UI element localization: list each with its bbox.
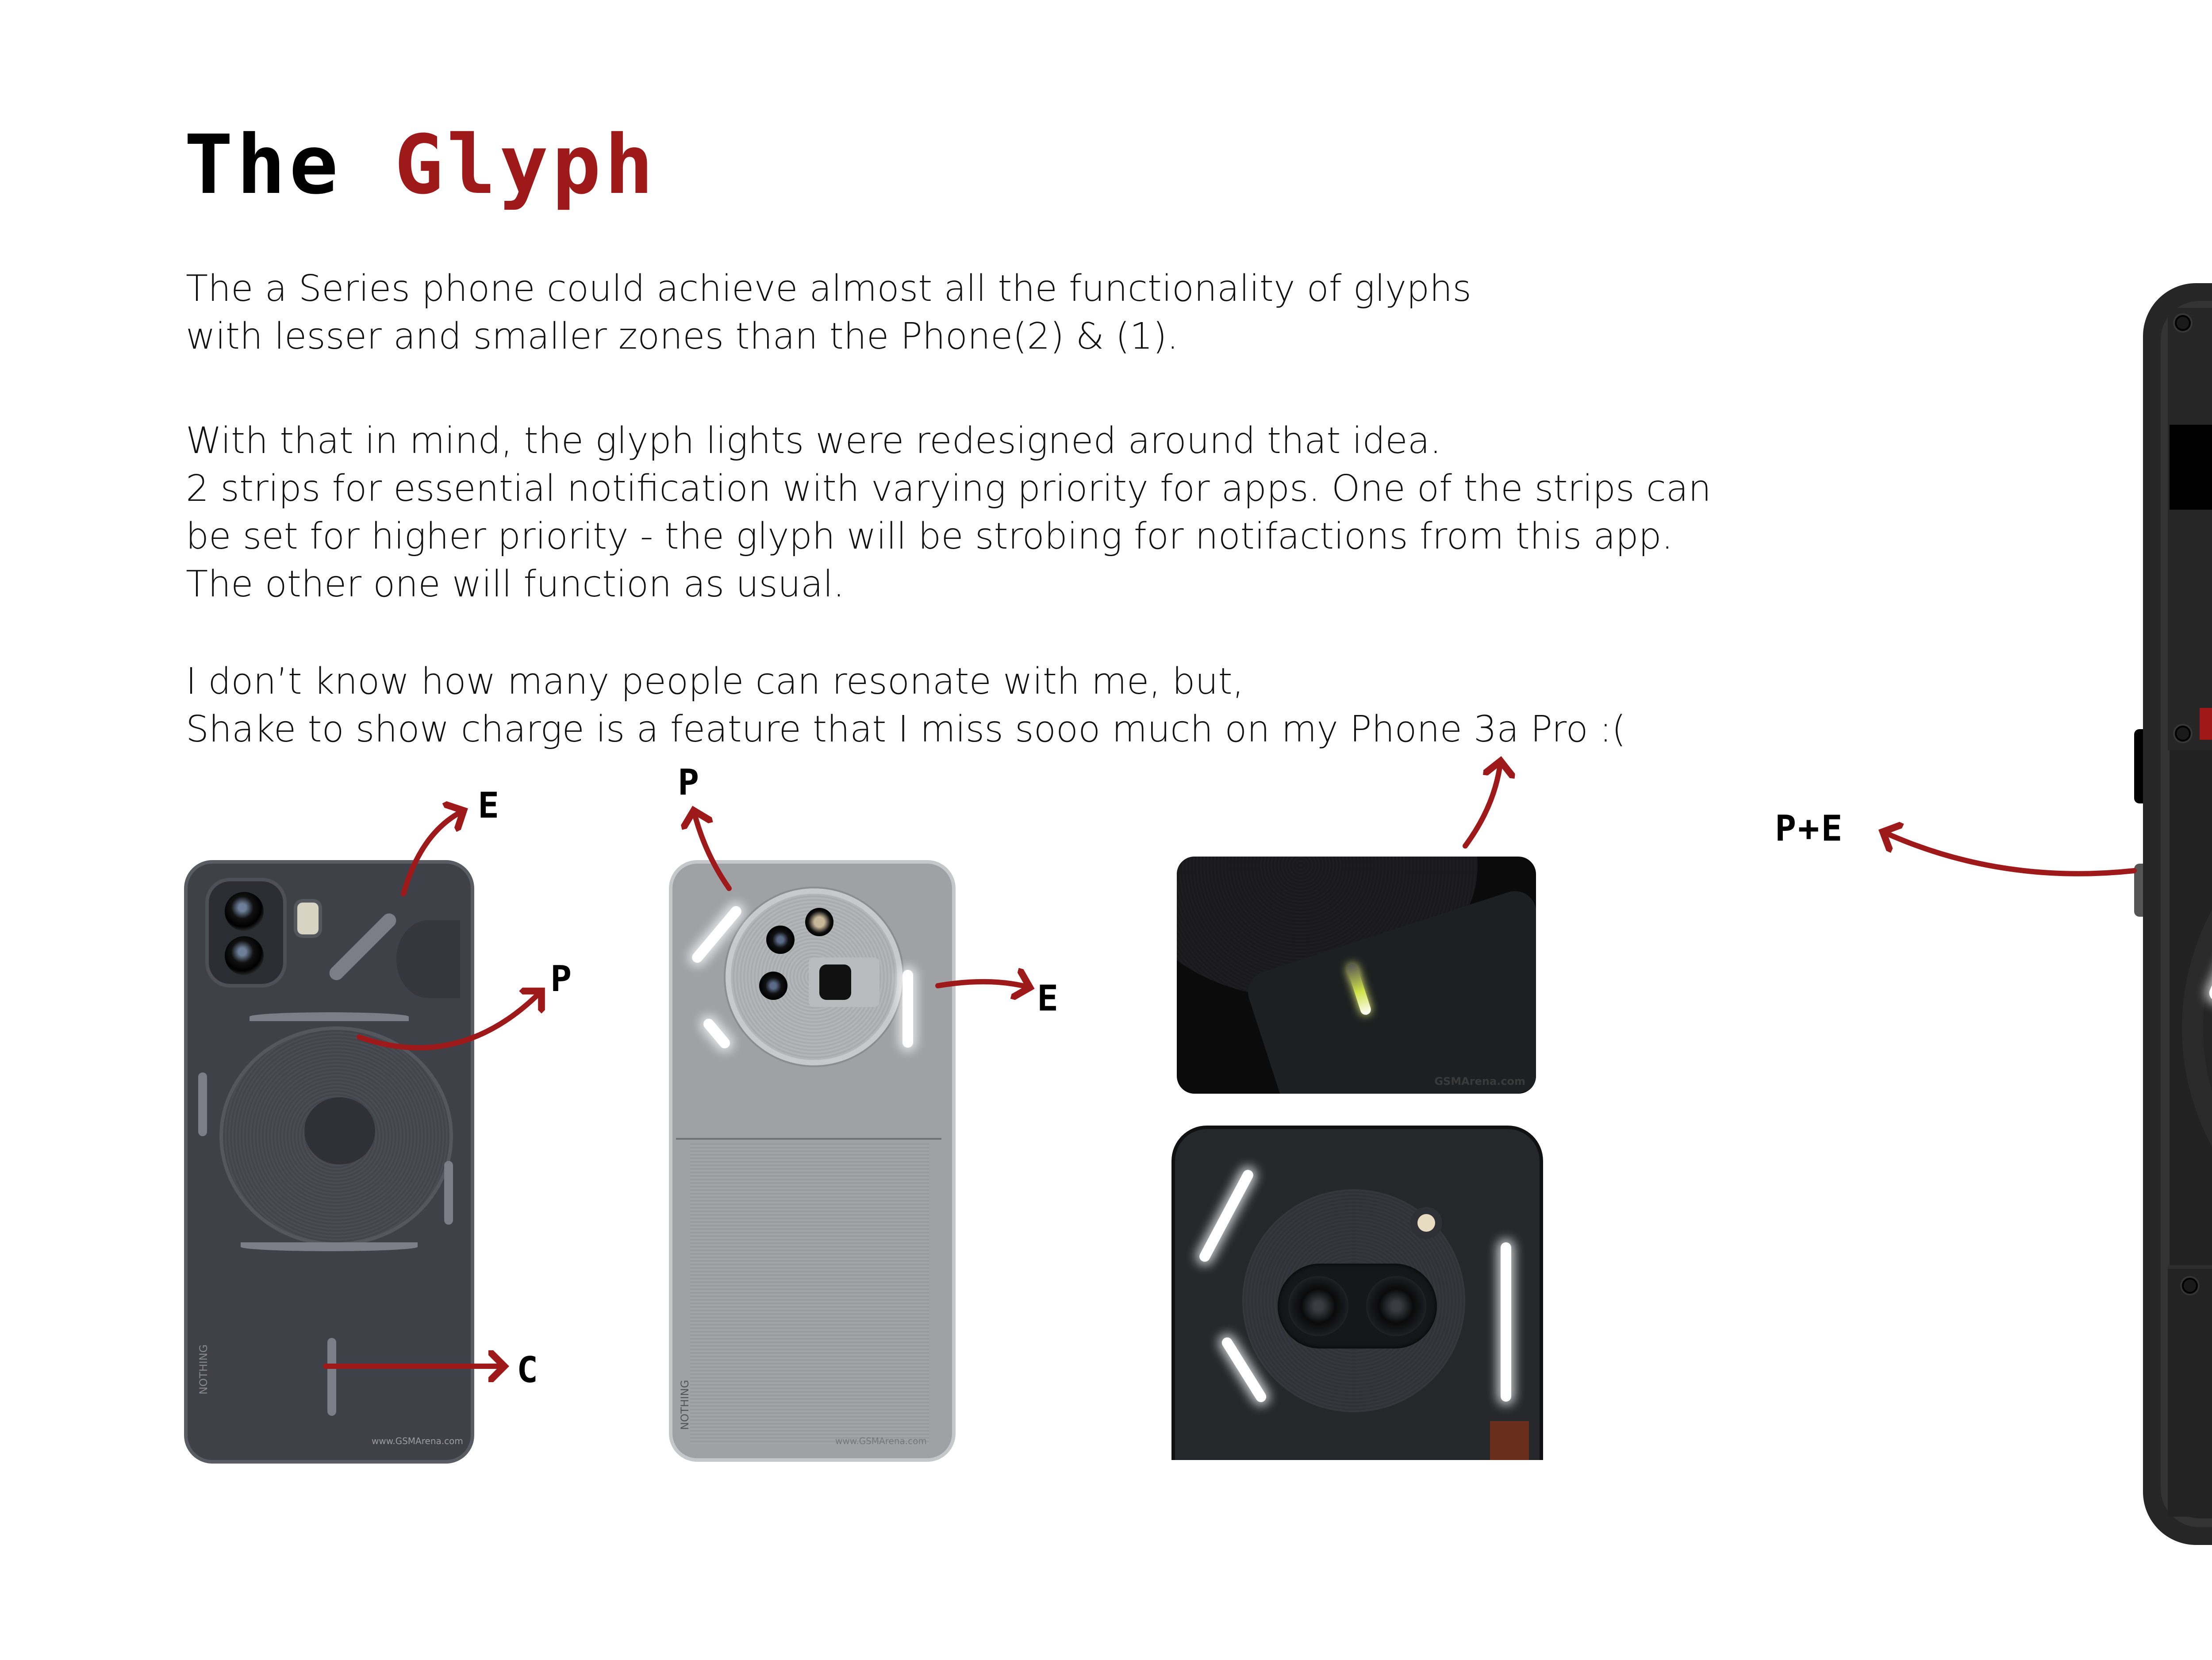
glyph-arc-bottom [241, 1242, 418, 1251]
page-title: The Glyph [184, 124, 657, 205]
arrow-concept-p-plus-e [1883, 832, 2137, 876]
brand-text: NOTHING [198, 1344, 211, 1395]
redesign-paragraph: With that in mind, the glyph lights were… [186, 419, 1712, 605]
title-word-glyph: Glyph [394, 117, 657, 212]
component-patch [1490, 1421, 1529, 1460]
camera-lens-icon [1366, 1276, 1426, 1336]
reference-phone-2-image: NOTHING www.GSMArena.com [184, 860, 474, 1464]
glyph-arc-top [250, 1012, 409, 1021]
label-phone2-c: C [517, 1349, 540, 1391]
watermark: www.GSMArena.com [835, 1437, 927, 1448]
sensor-plate [809, 957, 879, 1007]
camera-lens-icon [225, 892, 264, 931]
glyph-strip-right [1501, 1242, 1511, 1402]
camera-lens-icon [819, 964, 851, 1000]
component-disc [396, 920, 460, 998]
glyph-strip-e [902, 970, 913, 1048]
glyph-strip-p-lower [701, 1016, 732, 1051]
coil-center [304, 1097, 375, 1164]
label-phone2a-p: P [678, 761, 701, 803]
left-side-button [2134, 729, 2143, 803]
flash-icon [1417, 1214, 1435, 1232]
glyph-arc-left [198, 1072, 207, 1136]
glyph-strip-e [326, 910, 399, 984]
camera-pill [1278, 1264, 1437, 1349]
black-panel [2170, 425, 2212, 510]
camera-lens-icon [759, 972, 787, 1000]
intro-paragraph: The a Series phone could achieve almost … [186, 267, 1471, 357]
label-phone2-p: P [550, 957, 574, 1000]
charging-strip-closeup-image: GSMArena.com [1177, 857, 1536, 1094]
glyph-strip-top-left [1197, 1168, 1256, 1264]
watermark: GSMArena.com [1434, 1076, 1525, 1088]
shake-to-charge-paragraph: I don’t know how many people can resonat… [186, 660, 1626, 750]
bottom-plate [2168, 1265, 2212, 1517]
concept-phone-render [2134, 283, 2212, 1545]
screw-icon [2175, 315, 2191, 331]
screw-icon [2182, 1278, 2198, 1294]
watermark: www.GSMArena.com [372, 1437, 463, 1448]
panel-divider [676, 1138, 941, 1140]
screw-icon [2175, 726, 2191, 742]
camera-lens-icon [225, 936, 264, 975]
phone-2a-top-image [1171, 1126, 1543, 1460]
glyph-arc-right [444, 1161, 453, 1225]
camera-module [205, 878, 287, 988]
flash-icon [294, 899, 322, 938]
camera-lens-icon [1288, 1276, 1348, 1336]
label-phone2a-e: E [1037, 977, 1060, 1019]
glyph-strip-c [327, 1338, 336, 1416]
title-word-the: The [184, 117, 342, 212]
label-phone2-e: E [478, 784, 501, 826]
top-plate [2168, 308, 2212, 750]
label-concept-p-plus-e: P+E [1775, 807, 1844, 849]
camera-lens-icon [766, 926, 795, 954]
reference-phone-2a-plus-image: NOTHING www.GSMArena.com [669, 860, 956, 1462]
camera-ring [726, 888, 902, 1065]
sim-tray-marker [2200, 708, 2212, 740]
flex-cable-panel [690, 1143, 929, 1444]
flash-icon [805, 908, 833, 936]
brand-text: NOTHING [680, 1379, 692, 1430]
left-side-button-lower [2134, 864, 2143, 917]
arrow-charge-strip [1463, 761, 1501, 849]
